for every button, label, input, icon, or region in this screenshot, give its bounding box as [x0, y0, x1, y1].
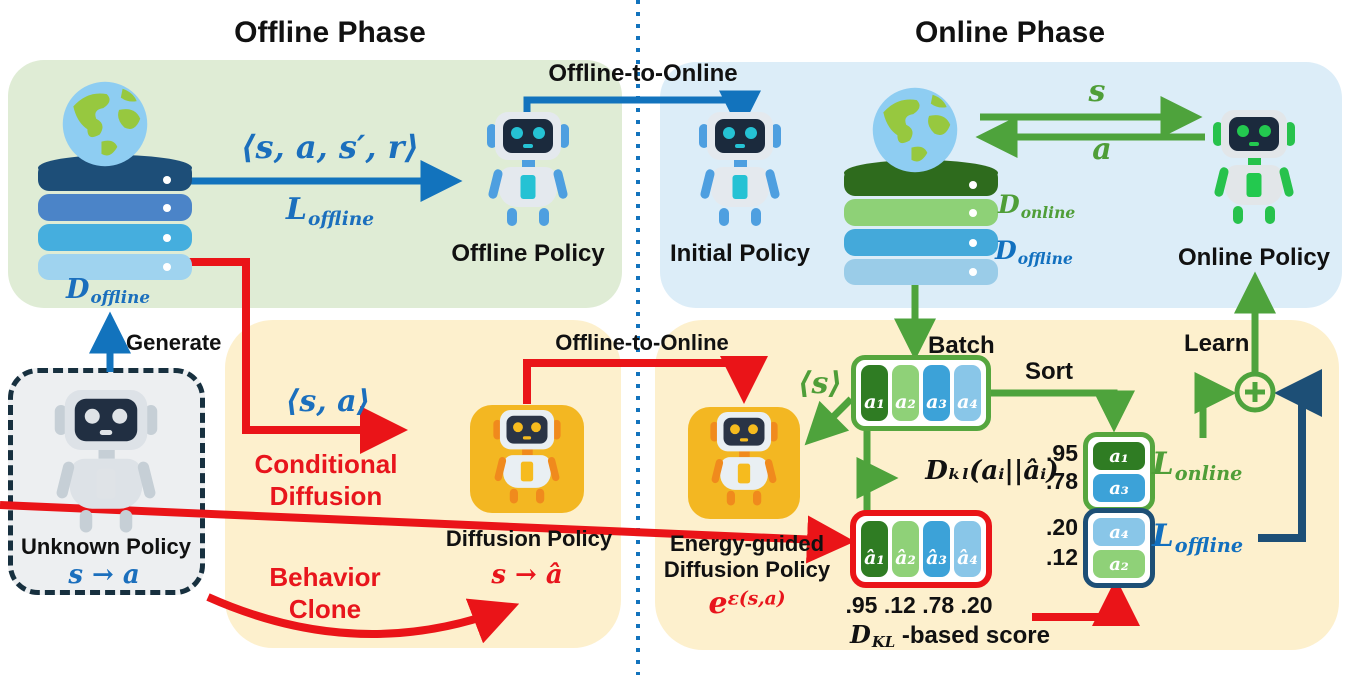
- db-online-layer-4: [844, 259, 998, 285]
- robot-eye: [533, 127, 545, 139]
- score-value-12: .12: [1046, 544, 1078, 570]
- online-policy-robot: [1212, 110, 1296, 224]
- dkl-score-base: DKL: [850, 620, 896, 652]
- offline-policy-label: Offline Policy: [451, 240, 605, 267]
- offline-loss-box: a₄ a₂: [1083, 508, 1155, 588]
- offline-loss-label: Loffline: [285, 192, 375, 230]
- robot-eye: [511, 127, 523, 139]
- pair-sa-label: ⟨s, a⟩: [285, 384, 371, 419]
- unknown-policy-map: s → a: [68, 560, 140, 590]
- state-s-label: s: [1088, 74, 1106, 109]
- score-value-78: .78: [1046, 468, 1078, 494]
- sort-label: Sort: [1025, 358, 1073, 385]
- online-database: [842, 155, 1000, 292]
- robot-ear: [487, 124, 497, 148]
- score-value-20: .20: [1046, 514, 1078, 540]
- offline-globe-icon: [61, 80, 149, 173]
- db-online-layer-2: [844, 199, 998, 226]
- diffusion-policy-map: s → â: [491, 560, 563, 590]
- online-phase-title: Online Phase: [914, 16, 1106, 49]
- db-online-layer-1: [844, 167, 998, 196]
- batch-cell: a₃: [923, 365, 950, 421]
- dkl-score-caption: DKL -based score: [850, 620, 1050, 652]
- batch-cell: a₁: [861, 365, 888, 421]
- db-offline-layer-2: [38, 194, 192, 221]
- online-globe-icon: [871, 86, 959, 179]
- transition-tuple-label: ⟨s, a, s′, r⟩: [240, 128, 420, 166]
- hat-cell: â₄: [954, 521, 981, 577]
- batch-cell: a₂: [892, 365, 919, 421]
- diffusion-policy-label: Diffusion Policy: [445, 526, 613, 551]
- initial-policy-label: Initial Policy: [669, 240, 811, 267]
- sorted-pill: a₃: [1093, 474, 1145, 502]
- online-policy-label: Online Policy: [1177, 244, 1331, 271]
- scores-row-label: .95 .12 .78 .20: [845, 592, 993, 618]
- batch-cell: a₄: [954, 365, 981, 421]
- energy-guided-label-1: Energy-guided: [669, 531, 825, 556]
- online-loss-box: a₁ a₃: [1083, 432, 1155, 512]
- batch-label: Batch: [928, 332, 995, 359]
- offline-database: [36, 150, 194, 287]
- db-offline-layer-1: [38, 162, 192, 191]
- hat-cell: â₁: [861, 521, 888, 577]
- score-value-95: .95: [1046, 440, 1078, 466]
- conditional-diffusion-label-1: Conditional: [254, 449, 398, 479]
- initial-policy-robot: [698, 112, 782, 226]
- batch-box: a₁ a₂ a₃ a₄: [851, 355, 991, 431]
- db-offline-label: Doffline: [66, 274, 150, 308]
- hat-cell: â₂: [892, 521, 919, 577]
- sorted-pill: a₁: [1093, 442, 1145, 470]
- hat-cell: â₃: [923, 521, 950, 577]
- db-online-layer-3: [844, 229, 998, 256]
- behavior-clone-label-2: Clone: [288, 594, 362, 624]
- sorted-pill: a₂: [1093, 550, 1145, 578]
- energy-guided-robot: [688, 407, 800, 519]
- state-angle-label: ⟨s⟩: [797, 366, 843, 401]
- offline-policy-robot: [486, 112, 570, 226]
- robot-mouth: [523, 144, 533, 148]
- unknown-policy-label: Unknown Policy: [21, 534, 191, 559]
- sorted-pill: a₄: [1093, 518, 1145, 546]
- robot-ear: [559, 124, 569, 148]
- offline-phase-title: Offline Phase: [234, 16, 426, 49]
- db-offline-layer-4: [38, 254, 192, 280]
- diffusion-policy-robot: [470, 405, 584, 513]
- hat-actions-box: â₁ â₂ â₃ â₄: [850, 510, 992, 588]
- db-online-label: Donline: [998, 190, 1076, 222]
- offline-to-online-top-label: Offline-to-Online: [548, 60, 738, 87]
- dkl-expression-label: Dₖₗ(aᵢ||âᵢ): [925, 456, 1059, 486]
- db-offline-layer-3: [38, 224, 192, 251]
- offline-to-online-bottom-label: Offline-to-Online: [555, 330, 729, 355]
- offline-loss-label-right: Loffline: [1152, 518, 1244, 557]
- energy-function-label: eε(s,a): [708, 586, 786, 621]
- action-a-label: a: [1092, 132, 1112, 167]
- db-offline-label-right: Doffline: [995, 236, 1073, 268]
- conditional-diffusion-label-2: Diffusion: [269, 481, 383, 511]
- learn-label: Learn: [1184, 330, 1250, 357]
- behavior-clone-label-1: Behavior: [269, 562, 381, 592]
- unknown-policy-robot: [54, 390, 159, 533]
- online-loss-label: Lonline: [1152, 446, 1243, 485]
- energy-guided-label-2: Diffusion Policy: [663, 557, 831, 582]
- generate-label: Generate: [126, 330, 222, 355]
